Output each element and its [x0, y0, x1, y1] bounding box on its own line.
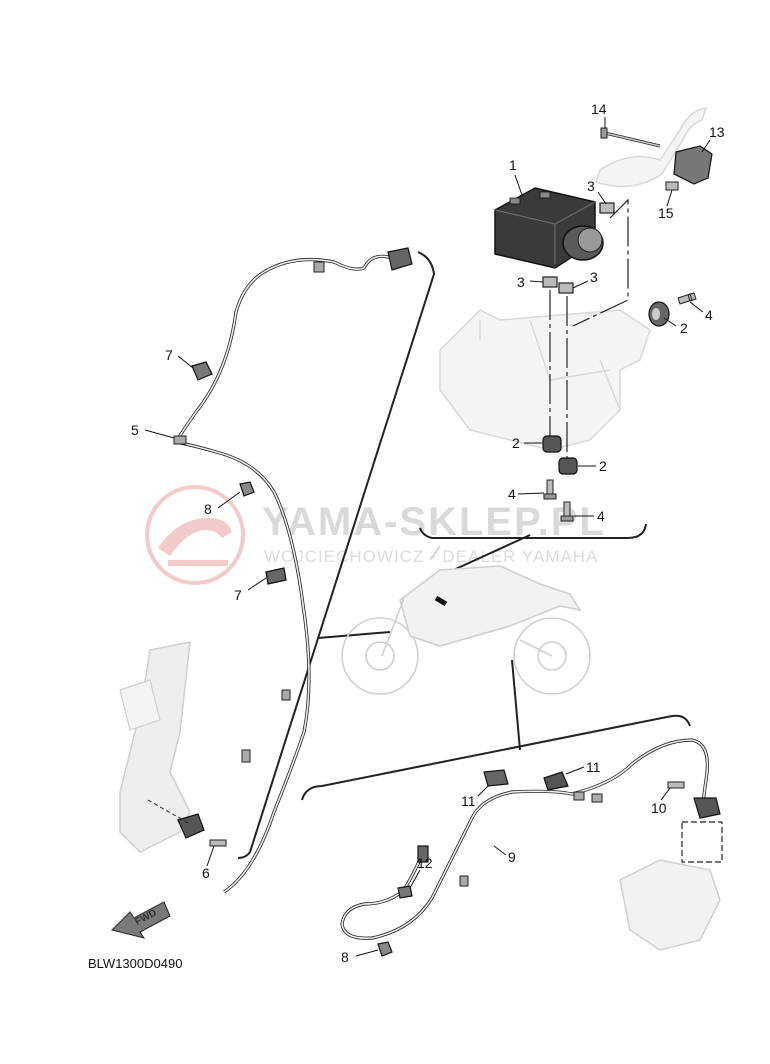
bolt-3-top: [599, 202, 615, 214]
brake-pipe-ghost: [595, 107, 708, 188]
callout-labels: 1 3 3 3 2 4 2 2 4 4 14 13 15 7 5 8 7 6 1…: [131, 101, 725, 965]
callout-14: 14: [591, 101, 607, 117]
front-wheel-ghost: [341, 617, 419, 695]
callout-5: 5: [131, 422, 139, 438]
motorcycle-ghost: [341, 545, 591, 695]
nut-3-left: [542, 276, 558, 288]
callout-11-right: 11: [586, 759, 601, 775]
watermark: YAMA-SKLEP.PL WOJCIECHOWICZ - DEALER YAM…: [145, 485, 606, 585]
diagram-code: BLW1300D0490: [88, 956, 182, 971]
callout-12: 12: [417, 855, 433, 871]
clamp-7-lower: [265, 567, 287, 585]
callout-2-lower-left: 2: [512, 435, 520, 451]
rear-wheel-ghost: [513, 617, 591, 695]
bolt-14: [600, 127, 661, 148]
grommet-2-lower-left: [542, 435, 562, 453]
callout-4-lower-right: 4: [597, 508, 605, 524]
clip-8-rear: [377, 941, 393, 957]
callout-2-right: 2: [680, 320, 688, 336]
callout-8-rear: 8: [341, 949, 349, 965]
callout-7-upper: 7: [165, 347, 173, 363]
bolt-4-lower-left: [543, 479, 557, 500]
clip-12: [397, 885, 413, 899]
abs-assembly: [439, 107, 713, 522]
connector-front-lead: [387, 247, 413, 271]
callout-10: 10: [651, 800, 667, 816]
grommet-2-right: [648, 301, 670, 327]
clamp-11-left: [483, 769, 509, 787]
bolt-6: [209, 839, 227, 847]
front-wheel-sensor: [147, 799, 205, 839]
bolt-4-right: [677, 292, 697, 305]
abs-bracket-ghost: [439, 309, 651, 451]
callout-8-front: 8: [204, 501, 212, 517]
clamp-7-upper: [191, 361, 213, 381]
clip-8-front: [239, 481, 255, 497]
callout-15: 15: [658, 205, 674, 221]
rear-caliper-ghost: [619, 859, 721, 951]
callout-3-right: 3: [590, 269, 598, 285]
front-fork-ghost: [119, 641, 191, 853]
callout-6: 6: [202, 865, 210, 881]
clamp-11-right: [543, 771, 569, 791]
callout-3-top: 3: [587, 178, 595, 194]
callout-11-left: 11: [461, 793, 476, 809]
fwd-arrow: FWD: [111, 901, 171, 939]
bracket-13: [673, 145, 713, 185]
grommet-2-lower-right: [558, 457, 578, 475]
callout-9: 9: [508, 849, 516, 865]
callout-3-left: 3: [517, 274, 525, 290]
bolt-10: [667, 781, 685, 789]
rear-wheel-sensor: [681, 797, 723, 863]
abs-hydraulic-unit: [494, 187, 604, 269]
callout-13: 13: [709, 124, 725, 140]
callout-4-right: 4: [705, 307, 713, 323]
bolt-4-lower-right: [560, 501, 574, 522]
connector-rear-lead: [417, 845, 429, 863]
rear-sensor-lead: [340, 738, 723, 957]
watermark-logo: [145, 485, 245, 585]
callout-7-lower: 7: [234, 587, 242, 603]
callout-1: 1: [509, 157, 517, 173]
watermark-title: YAMA-SKLEP.PL: [262, 500, 606, 544]
front-sensor-lead: [119, 247, 413, 894]
watermark-subtitle: WOJCIECHOWICZ - DEALER YAMAHA: [264, 547, 598, 566]
callout-2-lower-right: 2: [599, 458, 607, 474]
callout-4-lower-left: 4: [508, 486, 516, 502]
leader-lines: [144, 117, 711, 957]
bolt-15: [665, 181, 679, 191]
nut-3-right: [558, 282, 574, 294]
